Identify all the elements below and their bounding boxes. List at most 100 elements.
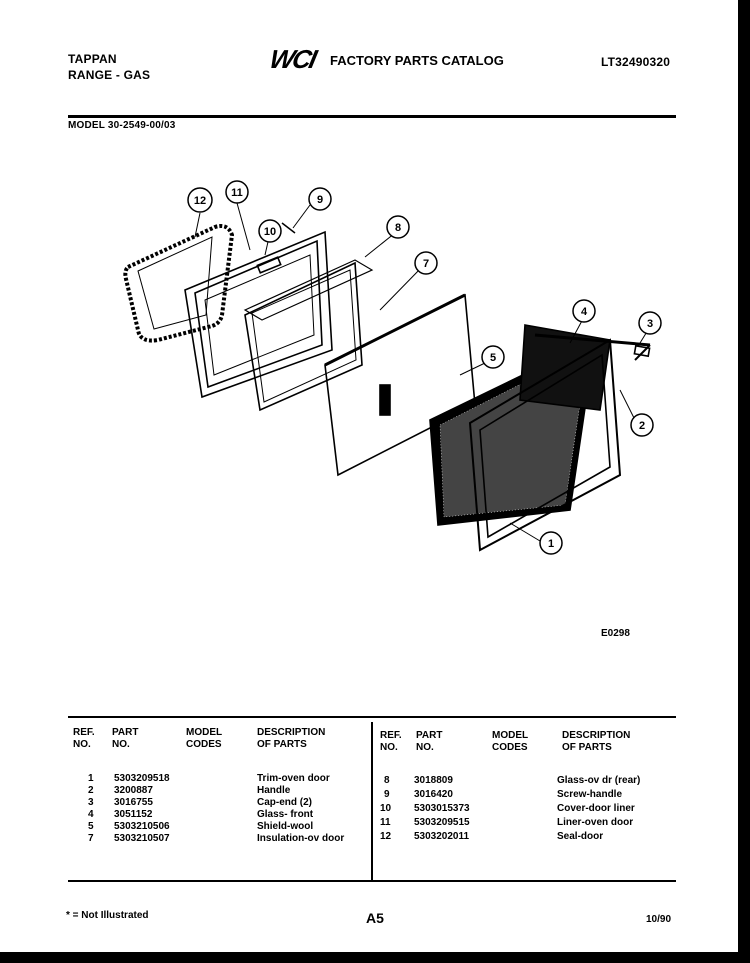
- header-part-line1: PART: [112, 727, 139, 738]
- header-part-no-right: PART NO.: [416, 730, 442, 754]
- callout-1-label: 1: [548, 538, 554, 550]
- header-model-line2: CODES: [492, 742, 528, 753]
- callout-3: 3: [638, 311, 662, 335]
- header-desc-line2: OF PARTS: [562, 742, 612, 753]
- left-part-5: 5303210506: [114, 821, 170, 832]
- header-rule: [68, 115, 676, 118]
- callout-8-label: 8: [395, 222, 401, 234]
- brand-name: TAPPAN: [68, 52, 117, 66]
- left-ref-7: 7: [88, 833, 94, 844]
- header-model-line2: CODES: [186, 739, 222, 750]
- part-end-cap: [633, 344, 651, 358]
- callout-4-label: 4: [581, 306, 588, 318]
- header-ref-line1: REF.: [73, 727, 95, 738]
- callout-12-label: 12: [194, 195, 206, 207]
- left-desc-4: Glass- front: [257, 809, 314, 820]
- callout-8: 8: [386, 215, 410, 239]
- catalog-title: FACTORY PARTS CATALOG: [330, 53, 504, 68]
- revision-date: 10/90: [646, 914, 672, 925]
- header-part-no-left: PART NO.: [112, 727, 138, 751]
- header-description-left: DESCRIPTION OF PARTS: [257, 727, 325, 751]
- model-number: MODEL 30-2549-00/03: [68, 120, 176, 131]
- header-desc-line2: OF PARTS: [257, 739, 307, 750]
- header-model-line1: MODEL: [186, 727, 223, 738]
- left-desc-2: Handle: [257, 785, 291, 796]
- left-part-2: 3200887: [114, 785, 153, 796]
- callout-9-label: 9: [317, 194, 323, 206]
- callout-5: 5: [481, 345, 505, 369]
- right-ref-8: 8: [384, 775, 390, 786]
- header-desc-line1: DESCRIPTION: [562, 730, 631, 741]
- part-glass-rear: [243, 259, 374, 321]
- left-part-3: 3016755: [114, 797, 153, 808]
- right-part-9: 3016420: [414, 789, 453, 800]
- left-ref-2: 2: [88, 785, 94, 796]
- header-ref-line1: REF.: [380, 730, 402, 741]
- wci-logo: WCI: [266, 44, 318, 74]
- header-model-line1: MODEL: [492, 730, 529, 741]
- right-part-11: 5303209515: [414, 817, 470, 828]
- left-ref-3: 3: [88, 797, 94, 808]
- exploded-door-diagram: 12 11 10 9 8 7 5 4 3 2 1: [123, 180, 662, 555]
- callout-7: 7: [414, 251, 438, 275]
- product-type: RANGE - GAS: [68, 68, 151, 82]
- right-desc-12: Seal-door: [557, 831, 604, 842]
- callout-1: 1: [539, 531, 563, 555]
- header-part-line2: NO.: [112, 739, 130, 750]
- right-desc-11: Liner-oven door: [557, 817, 634, 828]
- page-number: A5: [366, 910, 384, 926]
- left-part-7: 5303210507: [114, 833, 170, 844]
- table-top-rule: [68, 716, 676, 718]
- page-border-right: [738, 0, 750, 963]
- right-desc-8: Glass-ov dr (rear): [557, 775, 641, 786]
- drawing-code: E0298: [601, 628, 630, 639]
- right-part-10: 5303015373: [414, 803, 470, 814]
- left-desc-5: Shield-wool: [257, 821, 314, 832]
- callout-11-label: 11: [231, 187, 243, 199]
- left-ref-1: 1: [88, 773, 94, 784]
- part-trim-oven-door: [468, 338, 622, 552]
- page-border-bottom: [0, 952, 750, 963]
- left-desc-3: Cap-end (2): [257, 797, 312, 808]
- right-ref-9: 9: [384, 789, 390, 800]
- callout-9: 9: [308, 187, 332, 211]
- left-desc-1: Trim-oven door: [257, 773, 330, 784]
- header-desc-line1: DESCRIPTION: [257, 727, 326, 738]
- table-divider: [371, 722, 373, 880]
- part-screw: [281, 222, 296, 234]
- header-ref-no-right: REF. NO.: [380, 730, 402, 754]
- right-ref-10: 10: [380, 803, 392, 814]
- header-part-line1: PART: [416, 730, 443, 741]
- left-ref-5: 5: [88, 821, 94, 832]
- right-ref-12: 12: [380, 831, 392, 842]
- callout-10: 10: [258, 219, 282, 243]
- part-liner-oven-door: [184, 230, 333, 399]
- catalog-number: LT32490320: [601, 55, 671, 69]
- left-part-4: 3051152: [114, 809, 153, 820]
- table-bottom-rule: [68, 880, 676, 882]
- callout-11: 11: [225, 180, 249, 204]
- callout-4: 4: [572, 299, 596, 323]
- header-description-right: DESCRIPTION OF PARTS: [562, 730, 630, 754]
- footnote: * = Not Illustrated: [66, 910, 149, 921]
- right-part-12: 5303202011: [414, 831, 470, 842]
- right-part-8: 3018809: [414, 775, 453, 786]
- right-ref-11: 11: [380, 817, 391, 828]
- header-ref-no-left: REF. NO.: [73, 727, 95, 751]
- header-model-codes-right: MODEL CODES: [492, 730, 528, 754]
- part-cover-door-liner: [244, 261, 363, 412]
- left-ref-4: 4: [88, 809, 94, 820]
- right-desc-10: Cover-door liner: [557, 803, 635, 814]
- callout-3-label: 3: [647, 318, 653, 330]
- left-desc-7: Insulation-ov door: [257, 833, 345, 844]
- callout-12: 12: [187, 187, 213, 213]
- right-desc-9: Screw-handle: [557, 789, 623, 800]
- header-ref-line2: NO.: [380, 742, 398, 753]
- left-part-1: 5303209518: [114, 773, 170, 784]
- callout-5-label: 5: [490, 352, 496, 364]
- callout-2: 2: [630, 413, 654, 437]
- header-part-line2: NO.: [416, 742, 434, 753]
- header-ref-line2: NO.: [73, 739, 91, 750]
- callout-7-label: 7: [423, 258, 429, 270]
- header-model-codes-left: MODEL CODES: [186, 727, 222, 751]
